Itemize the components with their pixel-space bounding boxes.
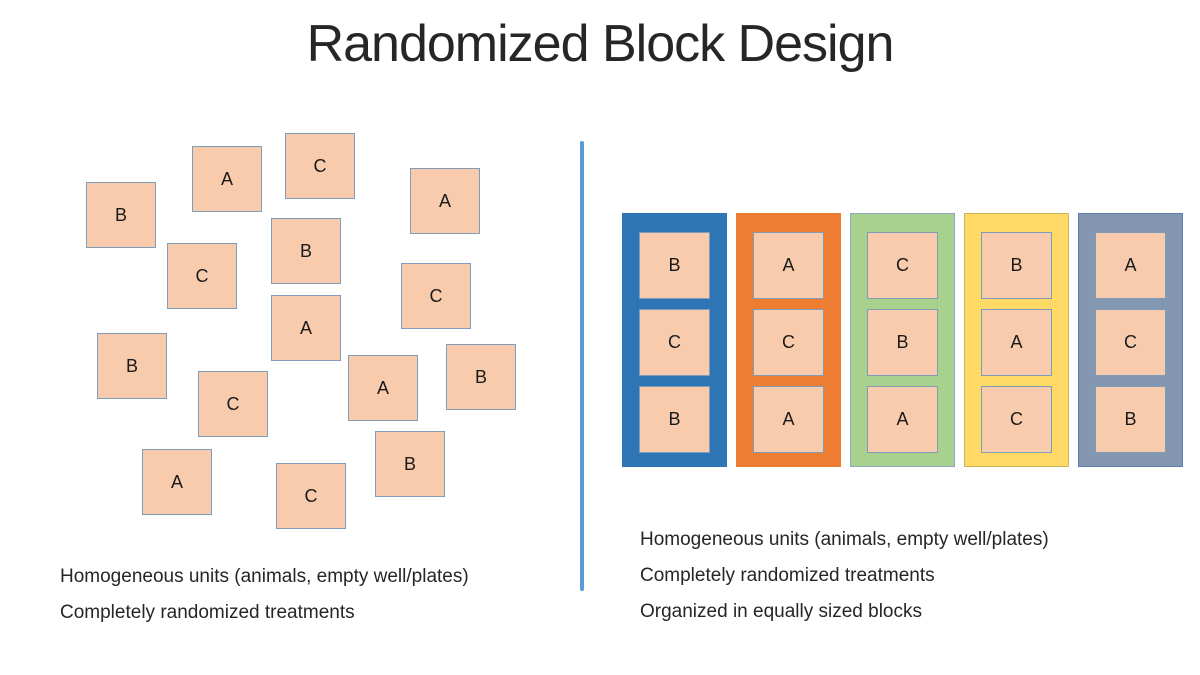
- unit-square: B: [639, 386, 710, 453]
- right-caption-line-3: Organized in equally sized blocks: [640, 601, 922, 622]
- unit-square: B: [981, 232, 1052, 299]
- slide-title: Randomized Block Design: [306, 15, 895, 73]
- right-caption-line-2: Completely randomized treatments: [640, 565, 935, 586]
- unit-square: C: [981, 386, 1052, 453]
- unit-square: B: [271, 218, 341, 284]
- unit-square: C: [867, 232, 938, 299]
- unit-square: A: [981, 309, 1052, 376]
- unit-square: C: [198, 371, 268, 437]
- unit-square: A: [142, 449, 212, 515]
- unit-square: A: [348, 355, 418, 421]
- unit-square: A: [192, 146, 262, 212]
- unit-square: B: [639, 232, 710, 299]
- unit-square: C: [401, 263, 471, 329]
- unit-square: C: [276, 463, 346, 529]
- left-caption: Homogeneous units (animals, empty well/p…: [60, 566, 469, 638]
- unit-square: A: [410, 168, 480, 234]
- unit-square: B: [86, 182, 156, 248]
- unit-square: C: [1095, 309, 1166, 376]
- unit-square: B: [1095, 386, 1166, 453]
- unit-square: B: [375, 431, 445, 497]
- left-caption-line-2: Completely randomized treatments: [60, 602, 355, 623]
- unit-square: A: [271, 295, 341, 361]
- unit-square: A: [753, 232, 824, 299]
- unit-square: A: [1095, 232, 1166, 299]
- unit-square: C: [639, 309, 710, 376]
- unit-square: B: [97, 333, 167, 399]
- unit-square: C: [285, 133, 355, 199]
- left-caption-line-1: Homogeneous units (animals, empty well/p…: [60, 566, 469, 587]
- unit-square: B: [446, 344, 516, 410]
- unit-square: B: [867, 309, 938, 376]
- unit-square: A: [867, 386, 938, 453]
- right-caption: Homogeneous units (animals, empty well/p…: [640, 529, 1049, 637]
- unit-square: A: [753, 386, 824, 453]
- unit-square: C: [753, 309, 824, 376]
- unit-square: C: [167, 243, 237, 309]
- vertical-divider: [580, 141, 584, 591]
- right-caption-line-1: Homogeneous units (animals, empty well/p…: [640, 529, 1049, 550]
